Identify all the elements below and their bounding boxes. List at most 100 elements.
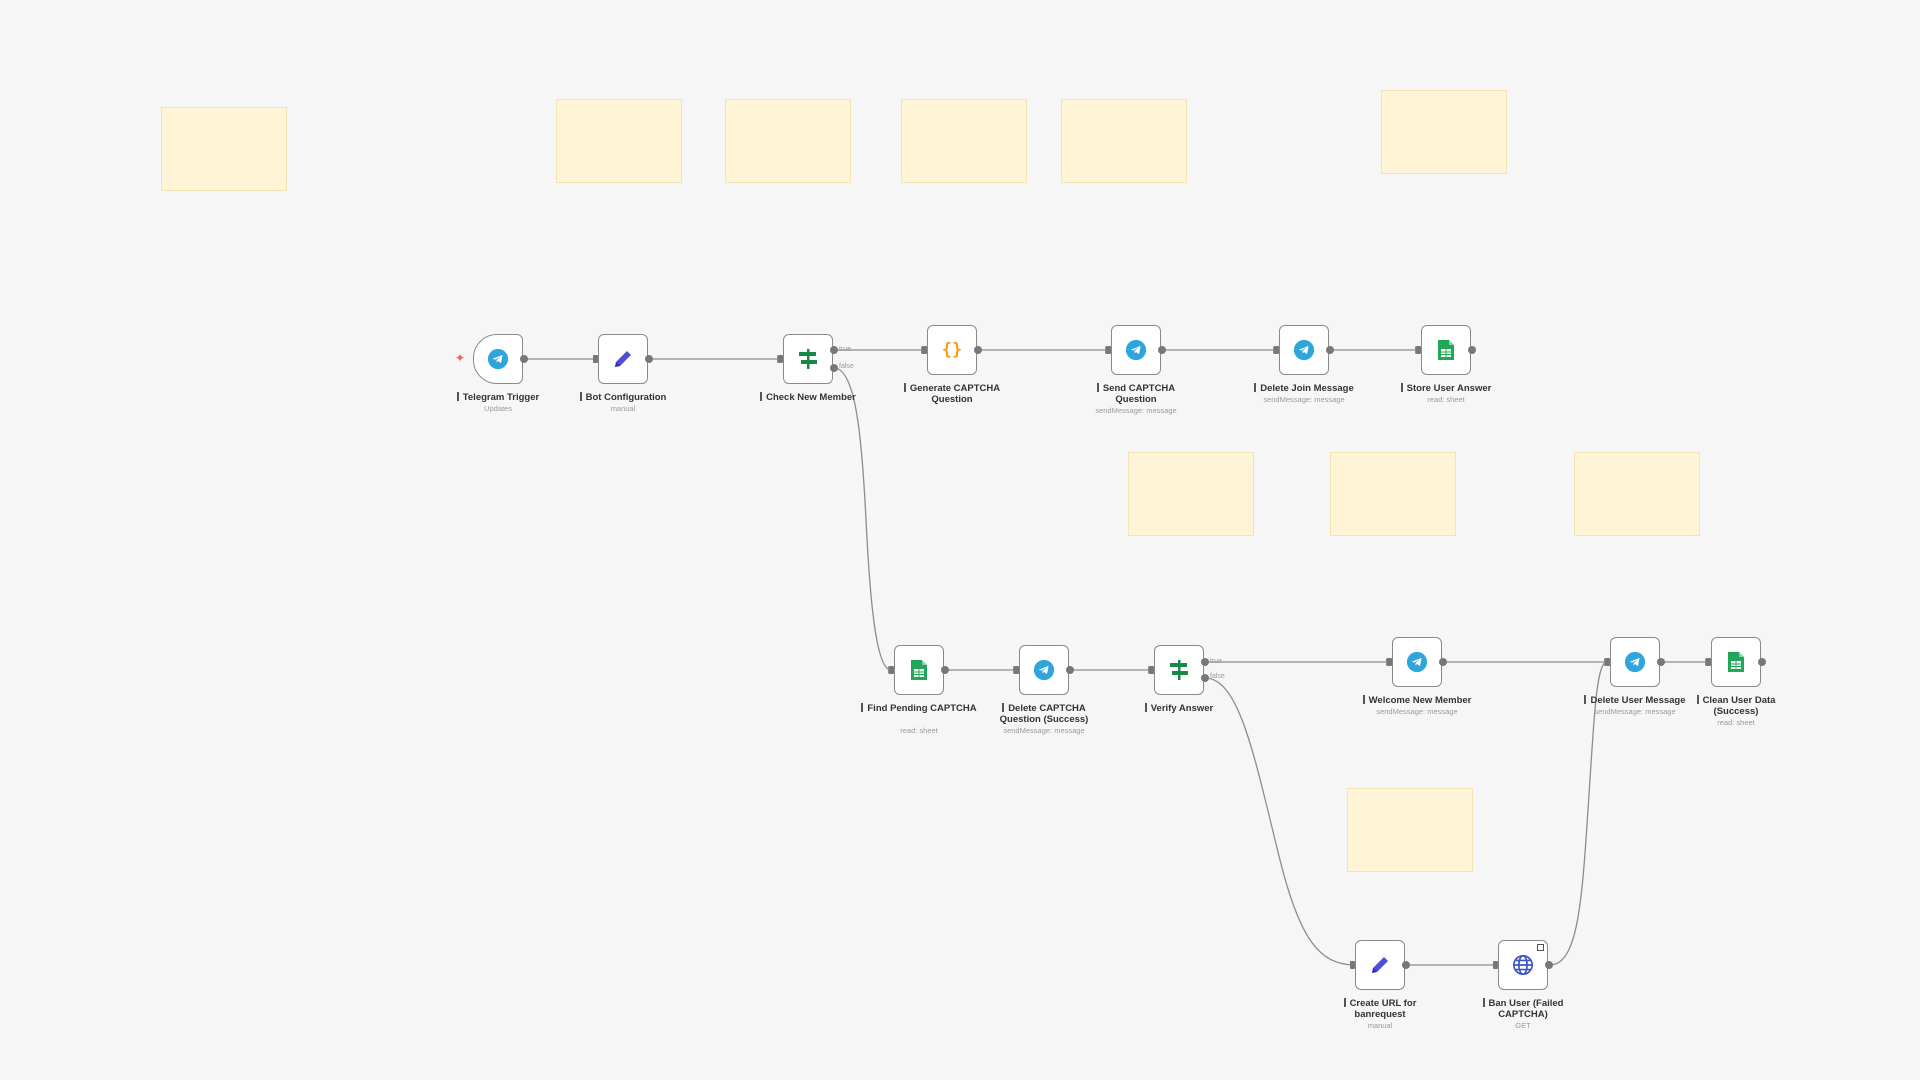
input-port[interactable] [593, 355, 598, 363]
sticky-note[interactable] [161, 107, 287, 191]
output-port[interactable] [1657, 658, 1665, 666]
node-verify-answer[interactable]: true false Verify Answer [1149, 645, 1225, 714]
output-port[interactable] [1326, 346, 1334, 354]
connection-wire [833, 367, 892, 671]
output-port[interactable] [645, 355, 653, 363]
node-title: Delete User Message [1575, 695, 1695, 706]
sticky-note[interactable] [1381, 90, 1507, 174]
telegram-icon [1033, 659, 1055, 681]
connection-wire [1204, 677, 1356, 966]
sticky-note[interactable] [1574, 452, 1700, 536]
node-box[interactable]: {} [927, 325, 977, 375]
node-check-new-member[interactable]: true false Check New Member [766, 334, 856, 403]
output-port[interactable] [1758, 658, 1766, 666]
node-clean-user-data-success[interactable]: Clean User Data (Success) read: sheet [1703, 637, 1775, 727]
output-port[interactable] [1545, 961, 1553, 969]
true-branch-label: true [1210, 658, 1223, 665]
pencil-icon [615, 351, 631, 367]
node-subtitle: manual [610, 404, 636, 413]
input-port[interactable] [1350, 961, 1355, 969]
output-port[interactable] [520, 355, 528, 363]
node-box[interactable] [1498, 940, 1548, 990]
node-subtitle: sendMessage: message [1376, 707, 1458, 716]
node-box[interactable] [473, 334, 523, 384]
node-box[interactable] [1019, 645, 1069, 695]
telegram-icon [1406, 651, 1428, 673]
sticky-note[interactable] [1330, 452, 1456, 536]
input-port[interactable] [1387, 658, 1392, 666]
node-ban-user-failed-captcha[interactable]: Ban User (Failed CAPTCHA) GET [1489, 940, 1563, 1030]
node-title: Ban User (Failed CAPTCHA) [1481, 998, 1565, 1020]
node-delete-join-message[interactable]: Delete Join Message sendMessage: message [1260, 325, 1354, 404]
node-title: Send CAPTCHA Question [1076, 383, 1196, 405]
node-delete-captcha-question-success[interactable]: Delete CAPTCHA Question (Success) sendMe… [1000, 645, 1088, 735]
output-port[interactable] [1158, 346, 1166, 354]
node-box[interactable] [1111, 325, 1161, 375]
node-store-user-answer[interactable]: Store User Answer read: sheet [1407, 325, 1491, 404]
node-subtitle: read: sheet [1717, 718, 1755, 727]
output-port-true[interactable] [830, 346, 838, 354]
input-port[interactable] [1416, 346, 1421, 354]
sticky-note[interactable] [725, 99, 851, 183]
node-box[interactable] [783, 334, 833, 384]
sticky-note[interactable] [1347, 788, 1473, 872]
node-subtitle: read: sheet [1427, 395, 1465, 404]
node-bot-configuration[interactable]: Bot Configuration manual [586, 334, 666, 413]
node-find-pending-captcha[interactable]: Find Pending CAPTCHA read: sheet [867, 645, 977, 735]
output-port-true[interactable] [1201, 658, 1209, 666]
node-box[interactable] [1610, 637, 1660, 687]
telegram-icon [1624, 651, 1646, 673]
node-box[interactable] [1355, 940, 1405, 990]
sticky-note[interactable] [556, 99, 682, 183]
true-branch-label: true [839, 346, 852, 353]
output-port[interactable] [941, 666, 949, 674]
node-create-url-for-banrequest[interactable]: Create URL for banrequest manual [1350, 940, 1416, 1030]
false-branch-label: false [1210, 673, 1225, 680]
output-port[interactable] [974, 346, 982, 354]
output-port[interactable] [1468, 346, 1476, 354]
node-box[interactable] [1154, 645, 1204, 695]
node-box[interactable] [598, 334, 648, 384]
node-telegram-trigger[interactable]: ✦ Telegram Trigger Updates [455, 334, 539, 413]
node-title: Telegram Trigger [438, 392, 558, 403]
connection-wire [1549, 661, 1608, 966]
sticky-note[interactable] [901, 99, 1027, 183]
node-send-captcha-question[interactable]: Send CAPTCHA Question sendMessage: messa… [1095, 325, 1177, 415]
node-welcome-new-member[interactable]: Welcome New Member sendMessage: message [1369, 637, 1471, 716]
node-box[interactable] [894, 645, 944, 695]
output-port-false[interactable] [1201, 674, 1209, 682]
node-box[interactable] [1392, 637, 1442, 687]
input-port[interactable] [922, 346, 927, 354]
input-port[interactable] [1605, 658, 1610, 666]
input-port[interactable] [778, 355, 783, 363]
input-port[interactable] [1106, 346, 1111, 354]
input-port[interactable] [1149, 666, 1154, 674]
node-title: Create URL for banrequest [1340, 998, 1420, 1020]
input-port[interactable] [1493, 961, 1498, 969]
input-port[interactable] [1706, 658, 1711, 666]
input-port[interactable] [1274, 346, 1279, 354]
node-title: Clean User Data (Success) [1694, 695, 1778, 717]
node-box[interactable] [1711, 637, 1761, 687]
globe-icon [1513, 955, 1533, 975]
sticky-note[interactable] [1128, 452, 1254, 536]
output-port[interactable] [1402, 961, 1410, 969]
node-title: Delete CAPTCHA Question (Success) [984, 703, 1104, 725]
pencil-icon [1372, 957, 1388, 973]
input-port[interactable] [1014, 666, 1019, 674]
telegram-icon [1293, 339, 1315, 361]
output-port[interactable] [1439, 658, 1447, 666]
output-port-false[interactable] [830, 364, 838, 372]
node-box[interactable] [1279, 325, 1329, 375]
output-port[interactable] [1066, 666, 1074, 674]
sticky-note[interactable] [1061, 99, 1187, 183]
node-title: Store User Answer [1386, 383, 1506, 394]
node-generate-captcha-question[interactable]: {} Generate CAPTCHA Question [910, 325, 1000, 405]
telegram-icon [1125, 339, 1147, 361]
node-box[interactable] [1421, 325, 1471, 375]
input-port[interactable] [889, 666, 894, 674]
node-title: Welcome New Member [1357, 695, 1477, 706]
node-delete-user-message[interactable]: Delete User Message sendMessage: message [1590, 637, 1686, 716]
node-subtitle: sendMessage: message [1003, 726, 1085, 735]
